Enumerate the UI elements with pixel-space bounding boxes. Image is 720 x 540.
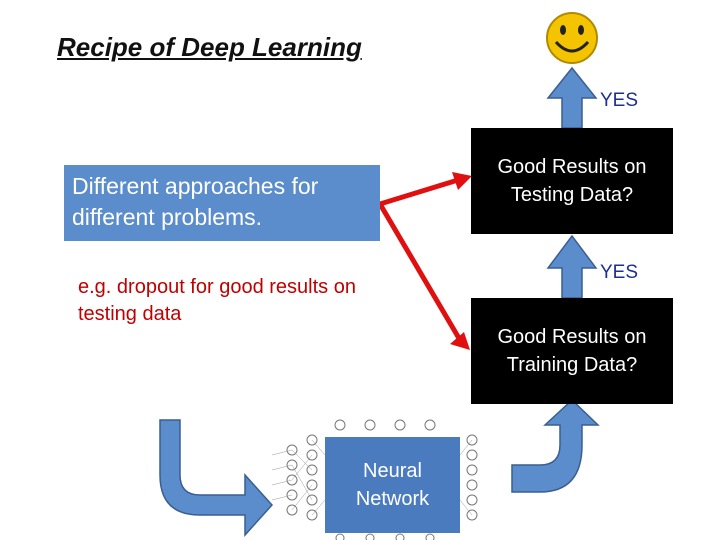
approach-box: Different approaches for different probl… — [64, 165, 380, 241]
yes-label-top: YES — [600, 90, 639, 111]
up-arrow-icon — [546, 234, 598, 299]
red-arrows — [377, 177, 463, 342]
neural-network-label: Neural Network — [355, 460, 430, 510]
testing-data-label: Good Results on Testing Data? — [497, 156, 647, 206]
testing-data-box: Good Results on Testing Data? — [471, 128, 673, 234]
example-note: e.g. dropout for good results on testing… — [78, 276, 356, 325]
neural-network-box: Neural Network — [325, 437, 460, 533]
neural-network-graphic — [271, 419, 478, 540]
up-arrow-icon — [546, 66, 598, 129]
training-data-box: Good Results on Training Data? — [471, 298, 673, 404]
red-arrowhead-training — [450, 332, 470, 350]
training-data-label: Good Results on Training Data? — [497, 326, 647, 376]
red-arrowhead-testing — [452, 172, 472, 190]
page-title: Recipe of Deep Learning — [57, 32, 362, 62]
smiley-icon — [546, 12, 598, 64]
curved-arrow-left — [159, 419, 274, 537]
yes-label-middle: YES — [600, 262, 639, 283]
curved-arrow-right — [511, 398, 600, 493]
